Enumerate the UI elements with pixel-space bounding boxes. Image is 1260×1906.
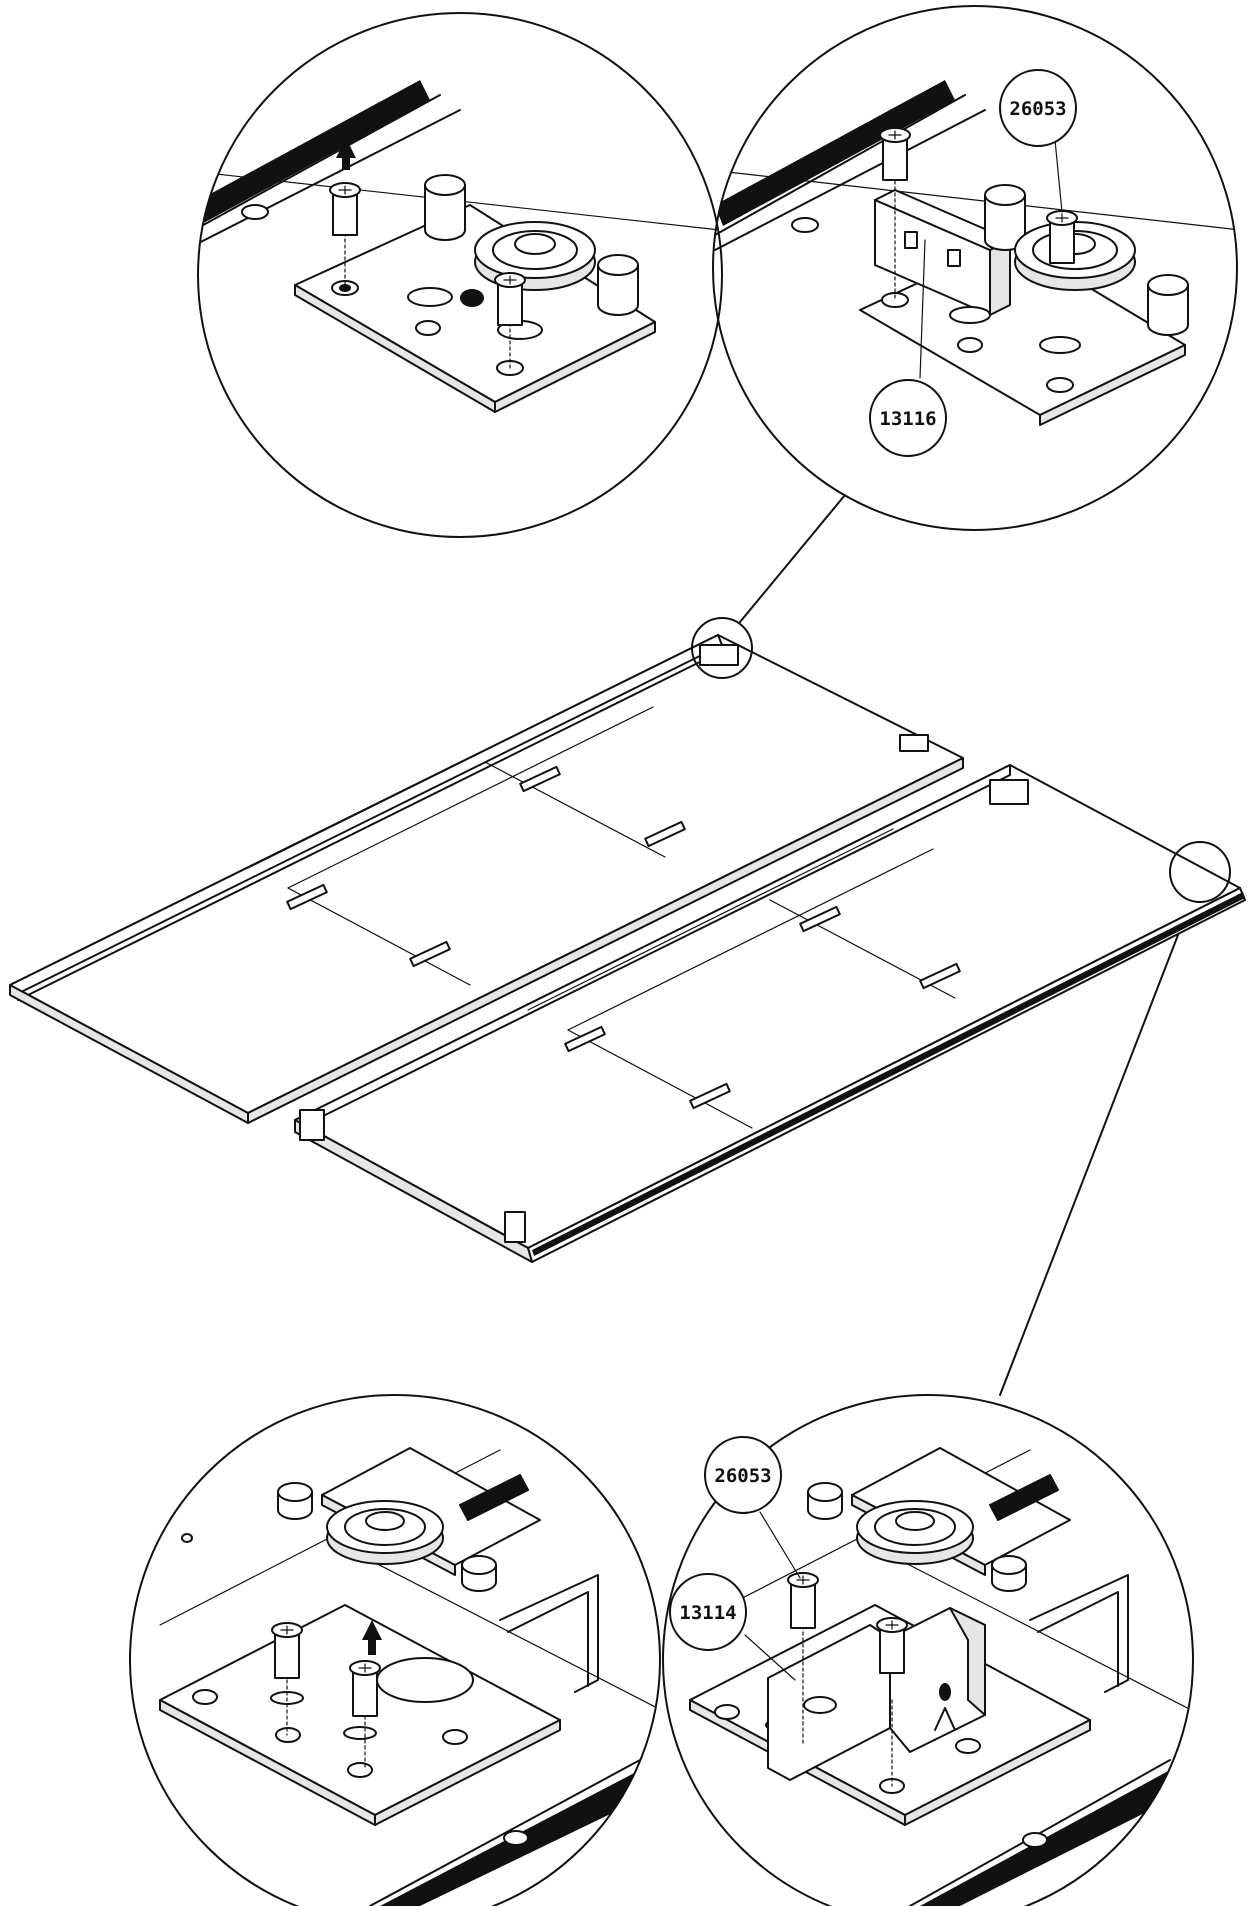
zoom-marker-top: [691, 617, 753, 679]
part-label-13116: 13116: [879, 408, 936, 430]
detail-circle-bottom-left: [129, 1394, 661, 1906]
detail-circle-top-left: [197, 12, 723, 538]
overview-panel-right: [294, 764, 1246, 1263]
part-label-26053-top: 26053: [1009, 98, 1066, 120]
detail-circle-top-right: 26053 13116: [712, 5, 1238, 531]
part-label-13114: 13114: [679, 1602, 736, 1624]
zoom-marker-bottom: [1169, 841, 1231, 903]
detail-circle-bottom-right: 26053 13114: [662, 1394, 1194, 1906]
leader-line-bottom: [999, 934, 1179, 1396]
overview-panel-left: [9, 634, 964, 1124]
leader-line-top: [739, 494, 846, 623]
part-label-26053-bottom: 26053: [714, 1465, 771, 1487]
